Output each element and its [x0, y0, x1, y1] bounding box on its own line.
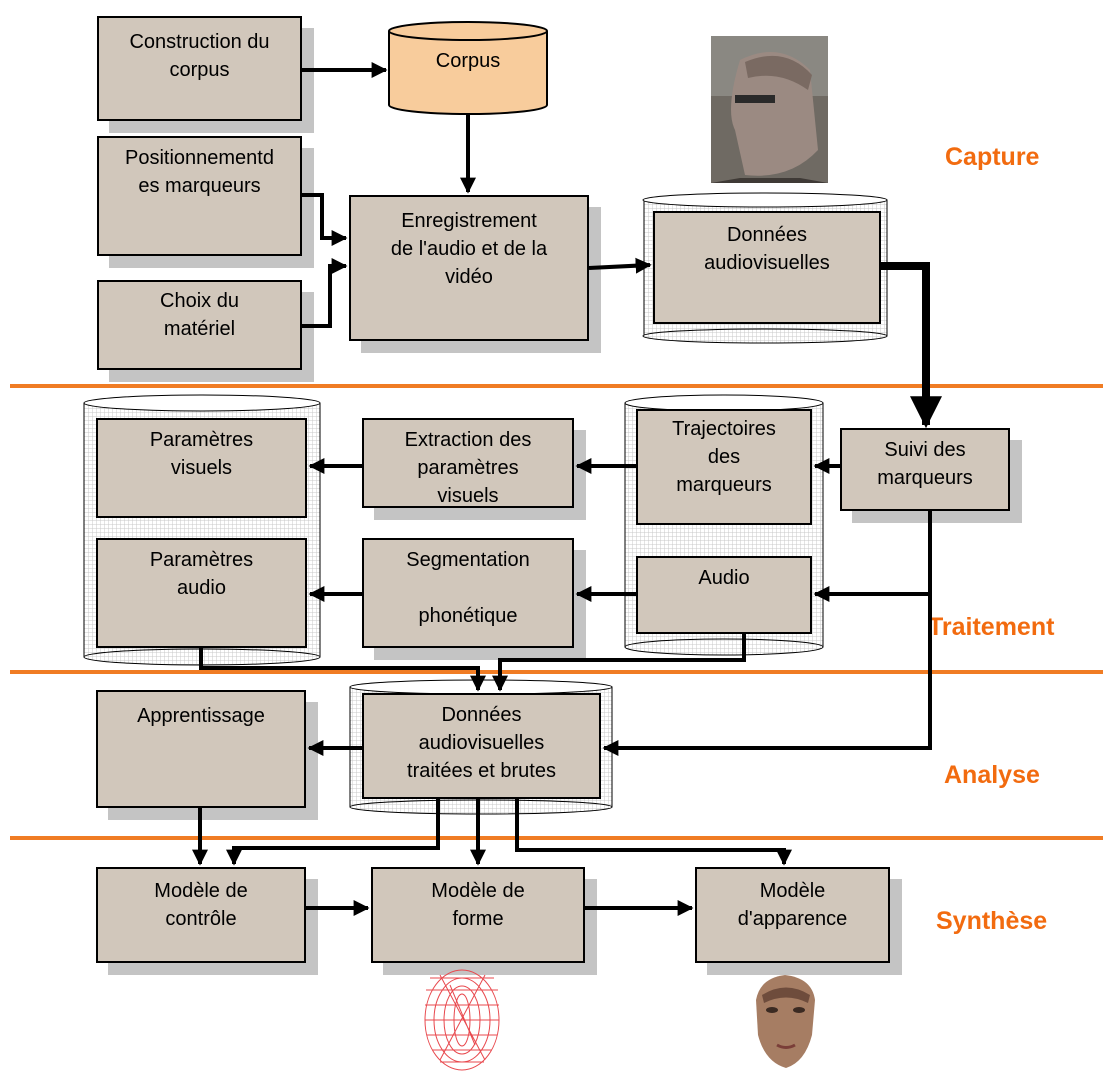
box-apprentissage: Apprentissage	[96, 690, 306, 808]
arrow-donnees-controle	[226, 799, 440, 866]
box-suivi-label: Suivi des marqueurs	[877, 439, 973, 489]
corpus-label-wrap: Corpus	[389, 50, 547, 73]
phase-label-synthese: Synthèse	[936, 907, 1048, 935]
box-segmentation-label: Segmentation phonétique	[406, 549, 530, 627]
box-enregistrement-label: Enregistrement de l'audio et de la vidéo	[390, 210, 548, 288]
phase-label-capture: Capture	[945, 143, 1040, 171]
arrow-suivi-donnees-traitees	[602, 594, 932, 756]
box-parametres-visuels: Paramètres visuels	[96, 418, 307, 518]
box-extraction-parametres: Extraction des paramètres visuels	[362, 418, 574, 508]
box-modele-apparence-label: Modèle d'apparence	[737, 880, 848, 930]
box-modele-controle-label: Modèle de contrôle	[154, 880, 248, 930]
speaker-photo	[711, 36, 828, 183]
box-modele-forme: Modèle de forme	[371, 867, 585, 963]
arrow-positionnement-enregistrement	[302, 193, 348, 246]
separator-traitement-analyse	[10, 670, 1103, 674]
separator-analyse-synthese	[10, 836, 1103, 840]
arrow-audio-donnees-traitees	[492, 634, 746, 692]
arrow-donnees-suivi	[881, 262, 942, 429]
box-construction-label: Construction du corpus	[129, 31, 270, 81]
arrow-enregistrement-donnees	[588, 257, 652, 274]
box-apprentissage-label: Apprentissage	[137, 705, 265, 727]
box-param-audio-label: Paramètres audio	[149, 549, 254, 599]
box-segmentation-phonetique: Segmentation phonétique	[362, 538, 574, 648]
arrow-choix-enregistrement	[302, 258, 348, 328]
arrows	[192, 62, 942, 916]
box-donnees-audiovisuelles: Données audiovisuelles	[653, 211, 881, 324]
separator-capture-traitement	[10, 384, 1103, 388]
box-param-visuels-label: Paramètres visuels	[149, 429, 254, 479]
box-trajectoires-marqueurs: Trajectoires des marqueurs	[636, 409, 812, 525]
box-modele-apparence: Modèle d'apparence	[695, 867, 890, 963]
corpus-label: Corpus	[435, 50, 501, 72]
box-choix-materiel: Choix du matériel	[97, 280, 302, 370]
box-audio: Audio	[636, 556, 812, 634]
box-trajectoires-label: Trajectoires des marqueurs	[672, 418, 776, 496]
box-positionnement-label: Positionnementd es marqueurs	[125, 147, 274, 197]
cylinder-corpus	[388, 21, 548, 115]
box-modele-forme-label: Modèle de forme	[431, 880, 525, 930]
box-enregistrement: Enregistrement de l'audio et de la vidéo	[349, 195, 589, 341]
phase-label-analyse: Analyse	[944, 761, 1040, 789]
arrow-parametres-donnees-traitees	[199, 648, 486, 692]
textured-face	[756, 975, 815, 1068]
box-choix-label: Choix du matériel	[160, 290, 239, 340]
box-suivi-marqueurs: Suivi des marqueurs	[840, 428, 1010, 511]
box-construction-du-corpus: Construction du corpus	[97, 16, 302, 121]
box-positionnement-marqueurs: Positionnementd es marqueurs	[97, 136, 302, 256]
box-modele-controle: Modèle de contrôle	[96, 867, 306, 963]
box-extraction-label: Extraction des paramètres visuels	[404, 429, 532, 507]
wireframe-face	[424, 969, 500, 1071]
box-parametres-audio: Paramètres audio	[96, 538, 307, 648]
box-donnees-traitees-label: Données audiovisuelles traitées et brute…	[407, 704, 556, 782]
box-audio-label: Audio	[698, 567, 750, 589]
box-donnees-traitees: Données audiovisuelles traitées et brute…	[362, 693, 601, 799]
arrow-donnees-apparence	[515, 799, 792, 866]
box-donnees-av-label: Données audiovisuelles	[704, 224, 830, 274]
phase-label-traitement: Traitement	[928, 613, 1055, 641]
